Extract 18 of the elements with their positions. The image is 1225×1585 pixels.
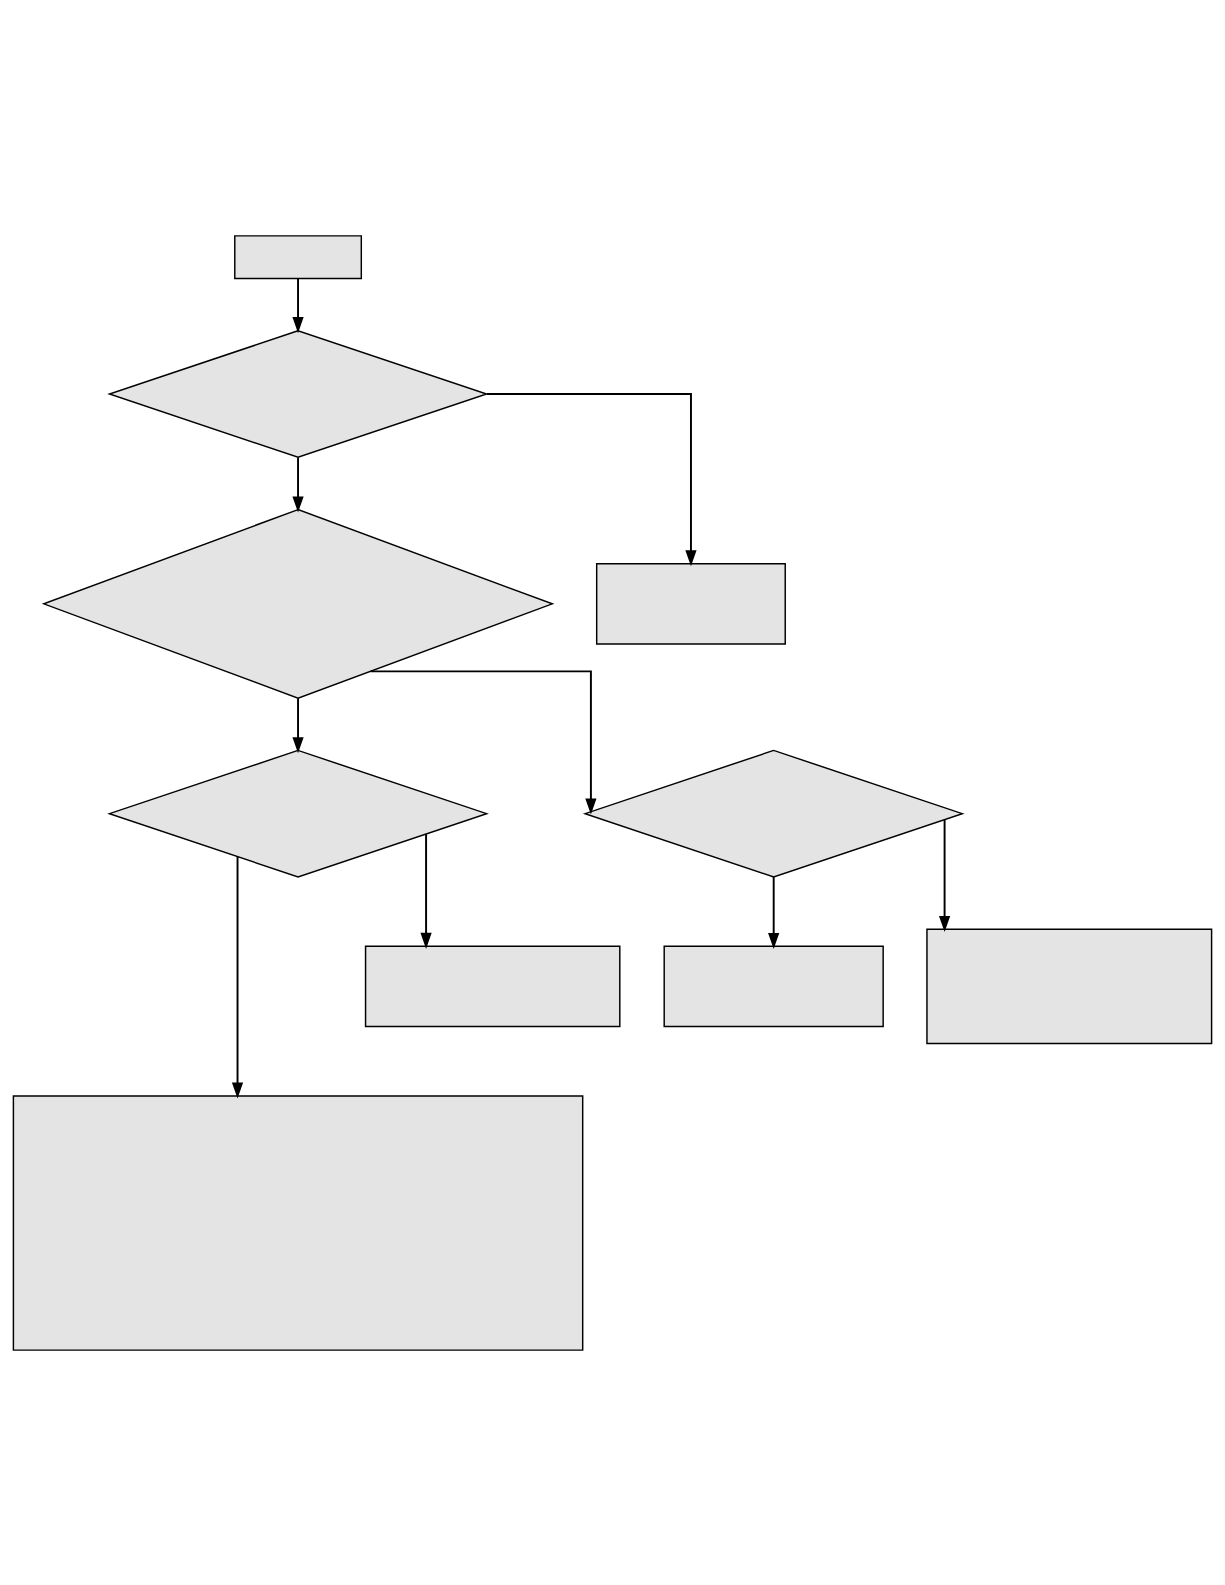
arrow xyxy=(292,277,304,333)
arrow xyxy=(292,456,304,512)
node-diamond xyxy=(107,749,489,878)
arrow xyxy=(231,855,244,1099)
arrow xyxy=(768,875,780,949)
node-box xyxy=(926,928,1213,1044)
node-box xyxy=(663,945,884,1027)
arrow xyxy=(938,818,951,932)
node-box xyxy=(12,1094,584,1351)
node-diamond xyxy=(41,508,555,699)
arrow xyxy=(486,392,697,566)
node-diamond xyxy=(107,329,489,458)
node-box xyxy=(595,562,786,645)
node-box xyxy=(234,234,363,279)
arrow xyxy=(369,669,597,815)
node-box xyxy=(364,945,621,1027)
arrow xyxy=(292,696,304,753)
arrow xyxy=(420,832,432,949)
